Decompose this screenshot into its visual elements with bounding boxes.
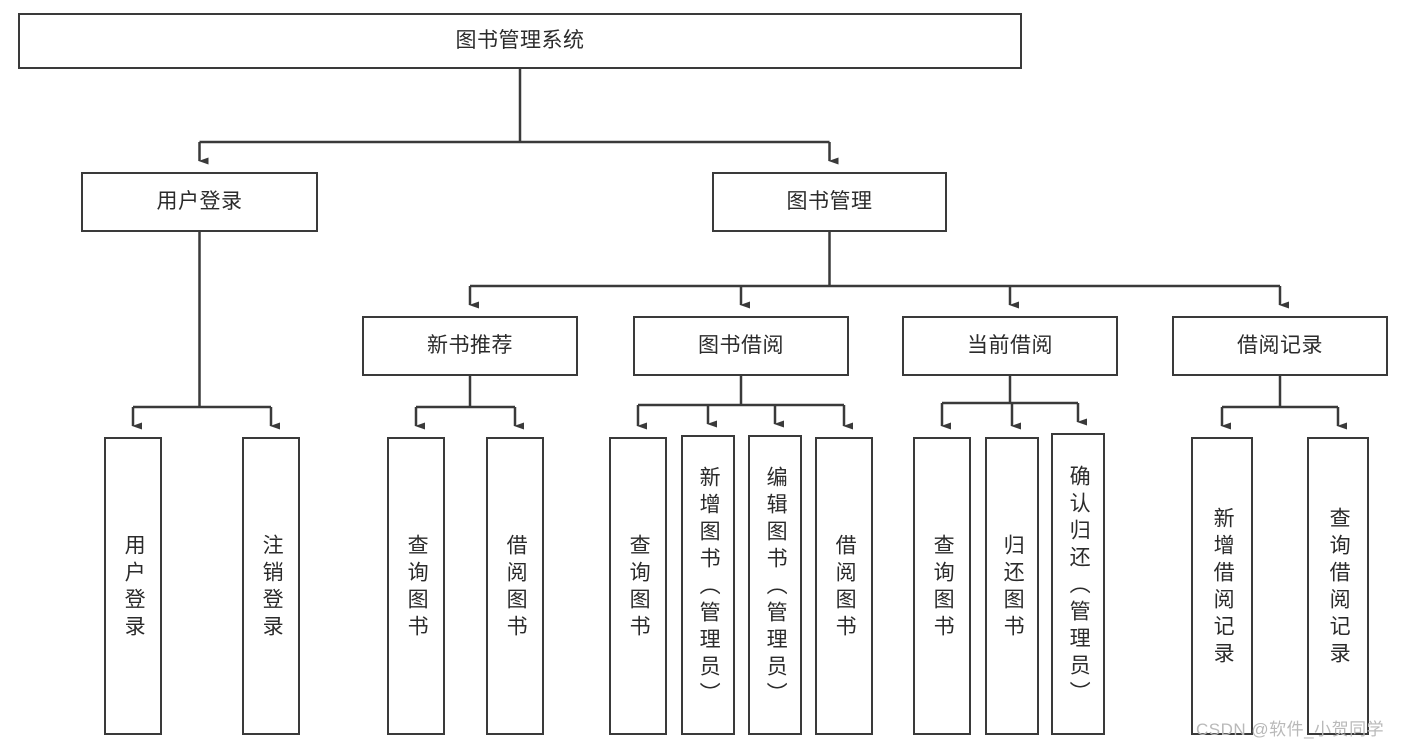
node-label: 图书管理: [786, 189, 873, 213]
node-label: 新增借阅记录: [1211, 507, 1235, 669]
node-label: 图书管理系统: [455, 28, 585, 52]
node-borrow-records[interactable]: 借阅记录: [1172, 316, 1388, 376]
node-label: 当前借阅: [967, 333, 1053, 357]
node-label: 查询图书: [405, 534, 429, 642]
node-new-book-rec[interactable]: 新书推荐: [362, 316, 578, 376]
node-leaf-user-login[interactable]: 用户登录: [104, 437, 162, 735]
node-label: 借阅记录: [1237, 333, 1323, 357]
node-label: 新增图书（管理员）: [697, 465, 721, 709]
node-label: 新书推荐: [427, 333, 513, 357]
node-leaf-add-book[interactable]: 新增图书（管理员）: [681, 435, 735, 735]
node-label: 用户登录: [156, 189, 243, 213]
node-leaf-query-3[interactable]: 查询图书: [913, 437, 971, 735]
node-label: 借阅图书: [833, 534, 857, 642]
node-label: 归还图书: [1001, 534, 1025, 642]
node-leaf-query-1[interactable]: 查询图书: [387, 437, 445, 735]
node-label: 查询借阅记录: [1327, 507, 1351, 669]
node-label: 图书借阅: [698, 333, 784, 357]
node-leaf-edit-book[interactable]: 编辑图书（管理员）: [748, 435, 802, 735]
node-label: 查询图书: [931, 534, 955, 642]
node-leaf-query-rec[interactable]: 查询借阅记录: [1307, 437, 1369, 735]
node-current-borrow[interactable]: 当前借阅: [902, 316, 1118, 376]
node-leaf-logout[interactable]: 注销登录: [242, 437, 300, 735]
node-leaf-query-2[interactable]: 查询图书: [609, 437, 667, 735]
node-label: 编辑图书（管理员）: [764, 465, 788, 709]
node-label: 用户登录: [122, 534, 146, 642]
node-book-borrow[interactable]: 图书借阅: [633, 316, 849, 376]
node-leaf-confirm[interactable]: 确认归还（管理员）: [1051, 433, 1105, 735]
node-user-login[interactable]: 用户登录: [81, 172, 318, 232]
node-leaf-borrow-2[interactable]: 借阅图书: [815, 437, 873, 735]
node-label: 确认归还（管理员）: [1067, 464, 1091, 708]
node-leaf-borrow-1[interactable]: 借阅图书: [486, 437, 544, 735]
node-label: 借阅图书: [504, 534, 528, 642]
node-root[interactable]: 图书管理系统: [18, 13, 1022, 69]
node-book-manage[interactable]: 图书管理: [712, 172, 947, 232]
node-label: 查询图书: [627, 534, 651, 642]
node-label: 注销登录: [260, 534, 284, 642]
node-leaf-return[interactable]: 归还图书: [985, 437, 1039, 735]
node-leaf-add-rec[interactable]: 新增借阅记录: [1191, 437, 1253, 735]
